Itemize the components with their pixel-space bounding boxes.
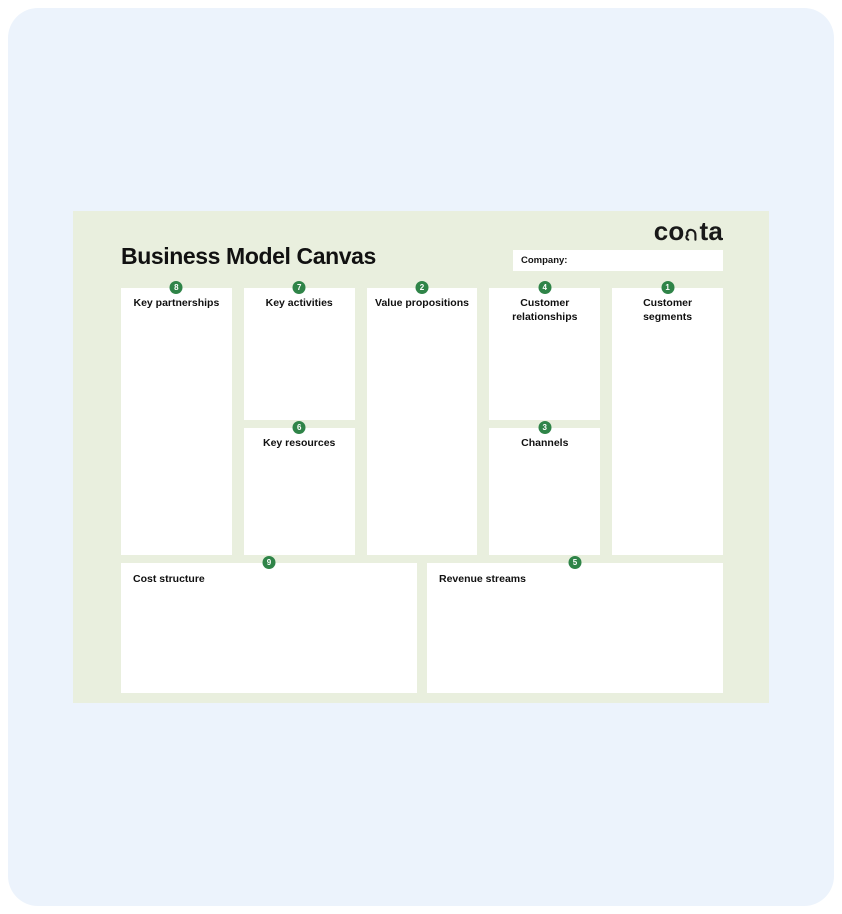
- section-number-badge: 9: [262, 556, 276, 569]
- section-number-badge: 2: [415, 281, 429, 294]
- column-relationships-channels: 4 Customer relationships 3 Channels: [489, 281, 601, 555]
- logo-squiggle-icon: [685, 228, 697, 241]
- section-cost-structure[interactable]: 9 Cost structure: [121, 556, 417, 693]
- section-revenue-streams[interactable]: 5 Revenue streams: [427, 556, 723, 693]
- section-label: Key partnerships: [133, 297, 220, 309]
- company-field[interactable]: Company:: [513, 250, 723, 271]
- logo-text-suffix: ta: [699, 215, 723, 246]
- conta-logo: co ta: [654, 215, 723, 247]
- section-label: Customer relationships: [512, 297, 578, 323]
- company-input[interactable]: [567, 250, 723, 271]
- section-label: Revenue streams: [439, 573, 526, 585]
- section-number-badge: 4: [538, 281, 552, 294]
- column-key-activities-resources: 7 Key activities 6 Key resources: [243, 281, 355, 555]
- section-customer-segments[interactable]: 1 Customer segments: [612, 281, 723, 555]
- company-label: Company:: [521, 255, 568, 266]
- canvas-grid-bottom: 9 Cost structure 5 Revenue streams: [121, 556, 723, 693]
- section-value-propositions[interactable]: 2 Value propositions: [366, 281, 478, 555]
- section-number-badge: 3: [538, 421, 552, 434]
- surface-card: Business Model Canvas co ta Company: 8 K…: [8, 8, 834, 906]
- section-label: Channels: [521, 437, 569, 449]
- section-key-resources[interactable]: 6 Key resources: [243, 421, 355, 555]
- canvas-grid-top: 8 Key partnerships 7 Key activities 6 Ke…: [121, 281, 723, 555]
- section-key-activities[interactable]: 7 Key activities: [243, 281, 355, 420]
- section-number-badge: 1: [661, 281, 675, 294]
- section-channels[interactable]: 3 Channels: [489, 421, 601, 555]
- section-label: Customer segments: [643, 297, 693, 323]
- business-model-canvas: Business Model Canvas co ta Company: 8 K…: [73, 211, 769, 703]
- section-number-badge: 7: [292, 281, 306, 294]
- page-title: Business Model Canvas: [121, 243, 376, 269]
- section-label: Key resources: [263, 437, 336, 449]
- section-label: Key activities: [265, 297, 333, 309]
- section-number-badge: 5: [568, 556, 582, 569]
- section-label: Cost structure: [133, 573, 205, 585]
- section-key-partnerships[interactable]: 8 Key partnerships: [121, 281, 232, 555]
- section-number-badge: 6: [292, 421, 306, 434]
- section-number-badge: 8: [169, 281, 183, 294]
- section-label: Value propositions: [375, 297, 469, 309]
- logo-text-prefix: co: [653, 215, 685, 246]
- section-customer-relationships[interactable]: 4 Customer relationships: [489, 281, 601, 420]
